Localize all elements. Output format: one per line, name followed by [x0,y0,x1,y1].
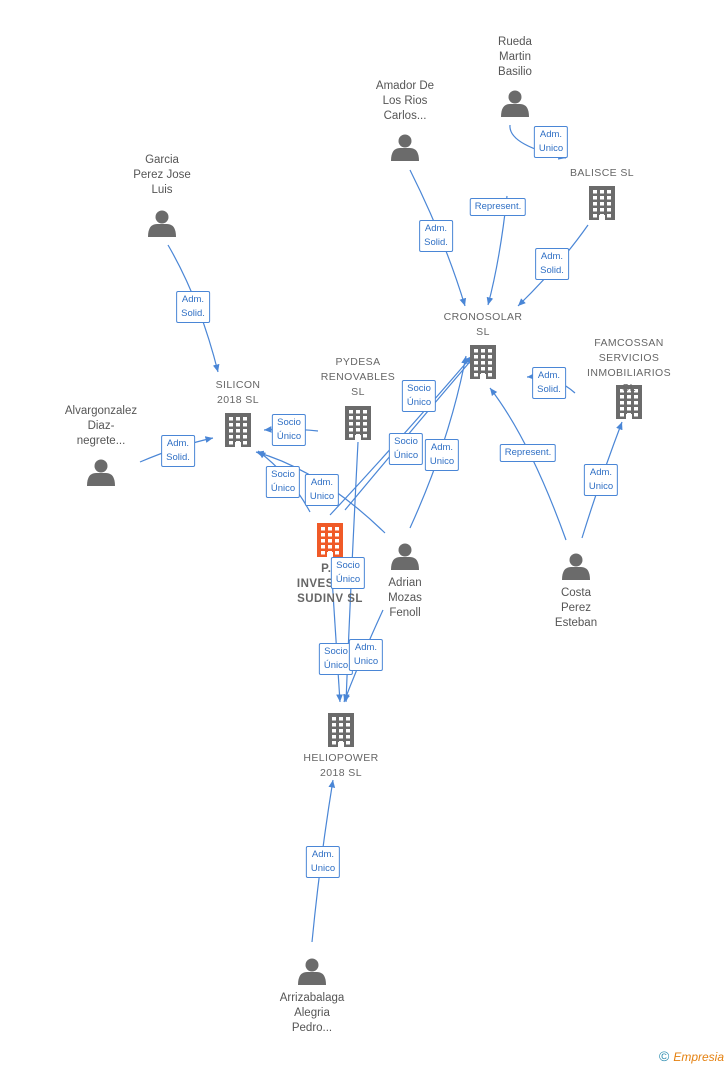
costa-label[interactable]: Costa Perez Esteban [554,587,598,629]
garcia-label[interactable]: Garcia Perez Jose Luis [133,154,191,196]
edge-label-rueda-to-balisce: Adm. Unico [533,126,569,158]
edge-sudinv-to-heliopower [331,577,343,703]
cronosolar-label[interactable]: CRONOSOLAR SL [443,311,523,338]
edge-label-sudinv-to-cronosolar: Socio Único [401,380,437,412]
famcossan-label[interactable]: FAMCOSSAN SERVICIOS INMOBILIARIOS SL [587,337,671,394]
edge-label-pydesa-to-heliopower: Socio Único [318,643,354,675]
arrizabalaga-person-icon[interactable] [298,958,326,986]
cronosolar-company-icon[interactable] [470,345,496,379]
pydesa-company-icon[interactable] [345,406,371,440]
edge-label-famcossan-to-cronosolar: Adm. Solid. [532,367,566,399]
costa-person-icon[interactable] [562,553,590,581]
adrian-label[interactable]: Adrian Mozas Fenoll [388,577,422,619]
edge-pydesa-to-cronosolar [344,356,475,511]
famcossan-company-icon[interactable] [616,385,642,419]
balisce-company-icon[interactable] [589,186,615,220]
edge-label-sudinv-to-heliopower: Socio Único [330,557,366,589]
alvargonzalez-label[interactable]: Alvargonzalez Diaz- negrete... [64,405,138,447]
amador-person-icon[interactable] [391,134,419,162]
rueda-label[interactable]: Rueda Martin Basilio [498,36,532,78]
heliopower-label[interactable]: HELIOPOWER 2018 SL [303,752,379,779]
silicon-label[interactable]: SILICON 2018 SL [215,379,261,406]
edge-label-sudinv-to-silicon: Socio Único [265,466,301,498]
edge-costa-to-cronosolar [489,387,567,541]
edge-label-pydesa-to-cronosolar: Socio Único [388,433,424,465]
edge-label-adrian-to-silicon: Adm. Unico [304,474,340,506]
sudinv-company-icon[interactable] [317,523,343,557]
edge-label-pydesa-to-silicon: Socio Único [271,414,307,446]
edge-label-arrizabalaga-to-heliopower: Adm. Unico [305,846,341,878]
edge-label-costa-to-famcossan: Adm. Unico [583,464,619,496]
garcia-person-icon[interactable] [148,210,176,238]
arrizabalaga-label[interactable]: Arrizabalaga Alegria Pedro... [279,992,345,1034]
edge-label-amador-to-cronosolar: Adm. Solid. [419,220,453,252]
footer-credit: ©Empresia [659,1048,724,1064]
brand-name: Empresia [673,1050,724,1064]
edge-label-adrian-to-heliopower: Adm. Unico [348,639,384,671]
silicon-company-icon[interactable] [225,413,251,447]
alvargonzalez-person-icon[interactable] [87,459,115,487]
rueda-person-icon[interactable] [501,90,529,118]
edge-label-garcia-to-silicon: Adm. Solid. [176,291,210,323]
edge-label-balisce-to-cronosolar: Adm. Solid. [535,248,569,280]
pydesa-label[interactable]: PYDESA RENOVABLES SL [320,356,396,398]
amador-label[interactable]: Amador De Los Rios Carlos... [375,80,435,122]
balisce-label[interactable]: BALISCE SL [569,167,635,179]
heliopower-company-icon[interactable] [328,713,354,747]
edge-label-alvargonzalez-to-silicon: Adm. Solid. [161,435,195,467]
edge-label-adrian-to-cronosolar: Adm. Unico [424,439,460,471]
adrian-person-icon[interactable] [391,543,419,571]
copyright-symbol: © [658,1048,670,1064]
edge-label-rueda-to-cronosolar: Represent. [469,198,527,216]
edge-label-costa-to-cronosolar: Represent. [499,444,557,462]
